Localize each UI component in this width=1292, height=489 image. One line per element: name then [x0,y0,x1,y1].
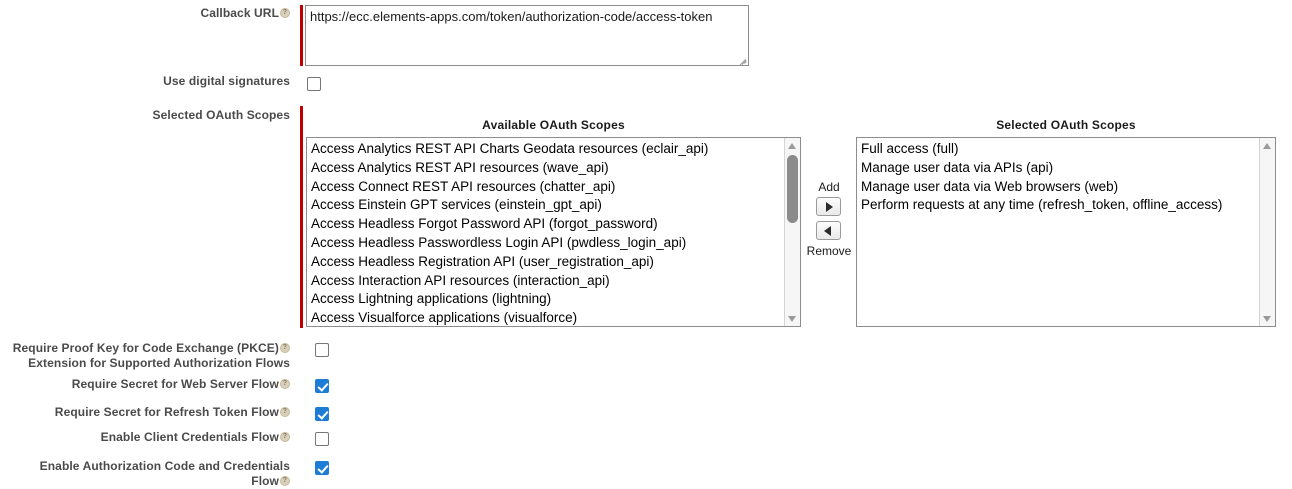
list-item[interactable]: Perform requests at any time (refresh_to… [861,197,1223,213]
oauth-scopes-required-indicator [300,106,303,328]
available-scopes-header: Available OAuth Scopes [482,118,625,132]
list-item[interactable]: Access Headless Forgot Password API (for… [311,216,658,232]
list-item[interactable]: Access Headless Passwordless Login API (… [311,234,687,250]
available-scopes-items[interactable]: Access Analytics REST API Charts Geodata… [307,140,782,326]
available-scopes-listbox[interactable]: Access Analytics REST API Charts Geodata… [306,137,801,327]
flow-option-checkbox[interactable] [315,379,329,393]
flow-option-label: Enable Client Credentials Flow [10,430,290,445]
flow-option-checkbox[interactable] [315,343,329,357]
remove-button[interactable] [816,221,841,240]
list-item[interactable]: Access Analytics REST API resources (wav… [311,159,609,175]
callback-url-input[interactable] [305,5,749,66]
flow-option-label-text: Enable Authorization Code and Credential… [39,459,290,488]
list-item[interactable]: Access Einstein GPT services (einstein_g… [311,197,602,213]
help-icon[interactable] [280,407,290,417]
scroll-down-icon[interactable] [785,311,800,326]
list-item[interactable]: Access Lightning applications (lightning… [311,291,552,307]
flow-option-label: Require Proof Key for Code Exchange (PKC… [10,341,290,371]
selected-scopes-scrollbar[interactable] [1259,138,1275,326]
flow-option-label-text: Require Secret for Refresh Token Flow [54,405,279,419]
list-item[interactable]: Access Visualforce applications (visualf… [311,310,578,326]
list-item[interactable]: Full access (full) [861,141,959,156]
scroll-up-icon[interactable] [1260,138,1275,153]
list-item[interactable]: Access Interaction API resources (intera… [311,272,610,288]
help-icon[interactable] [280,476,290,486]
selected-oauth-scopes-label: Selected OAuth Scopes [40,108,290,123]
flow-option-label-text: Require Proof Key for Code Exchange (PKC… [12,341,279,355]
list-item[interactable]: Access Headless Registration API (user_r… [311,253,654,269]
selected-oauth-scopes-label-text: Selected OAuth Scopes [152,108,290,122]
list-item[interactable]: Access Connect REST API resources (chatt… [311,178,616,194]
selected-scopes-listbox[interactable]: Full access (full) Manage user data via A… [856,137,1276,327]
callback-url-required-indicator [300,5,303,66]
list-item[interactable]: Access Analytics REST API Charts Geodata… [311,141,709,156]
help-icon[interactable] [280,343,290,353]
flow-option-label-text: Require Secret for Web Server Flow [71,377,279,391]
callback-url-label-text: Callback URL [200,6,279,20]
remove-label: Remove [806,244,852,258]
flow-option-label-text-line2: Extension for Supported Authorization Fl… [28,356,290,370]
scroll-down-icon[interactable] [1260,311,1275,326]
add-button[interactable] [816,197,841,216]
scroll-up-icon[interactable] [785,138,800,153]
available-scopes-scrollbar[interactable] [784,138,800,326]
list-item[interactable]: Manage user data via APIs (api) [861,159,1054,175]
add-label: Add [818,180,840,194]
callback-url-label: Callback URL [40,6,290,21]
help-icon[interactable] [280,8,290,18]
help-icon[interactable] [280,379,290,389]
use-digital-signatures-checkbox[interactable] [307,77,321,91]
selected-scopes-header: Selected OAuth Scopes [996,118,1136,132]
flow-option-checkbox[interactable] [315,432,329,446]
flow-option-label: Require Secret for Refresh Token Flow [10,405,290,420]
flow-option-checkbox[interactable] [315,407,329,421]
use-digital-signatures-label: Use digital signatures [40,74,290,89]
flow-option-label: Enable Authorization Code and Credential… [10,459,290,489]
selected-scopes-items[interactable]: Full access (full) Manage user data via A… [857,140,1257,215]
flow-option-label: Require Secret for Web Server Flow [10,377,290,392]
flow-option-checkbox[interactable] [315,461,329,475]
flow-option-label-text: Enable Client Credentials Flow [100,430,279,444]
scrollbar-thumb[interactable] [787,155,798,223]
use-digital-signatures-label-text: Use digital signatures [163,74,290,88]
help-icon[interactable] [280,432,290,442]
list-item[interactable]: Manage user data via Web browsers (web) [861,178,1119,194]
